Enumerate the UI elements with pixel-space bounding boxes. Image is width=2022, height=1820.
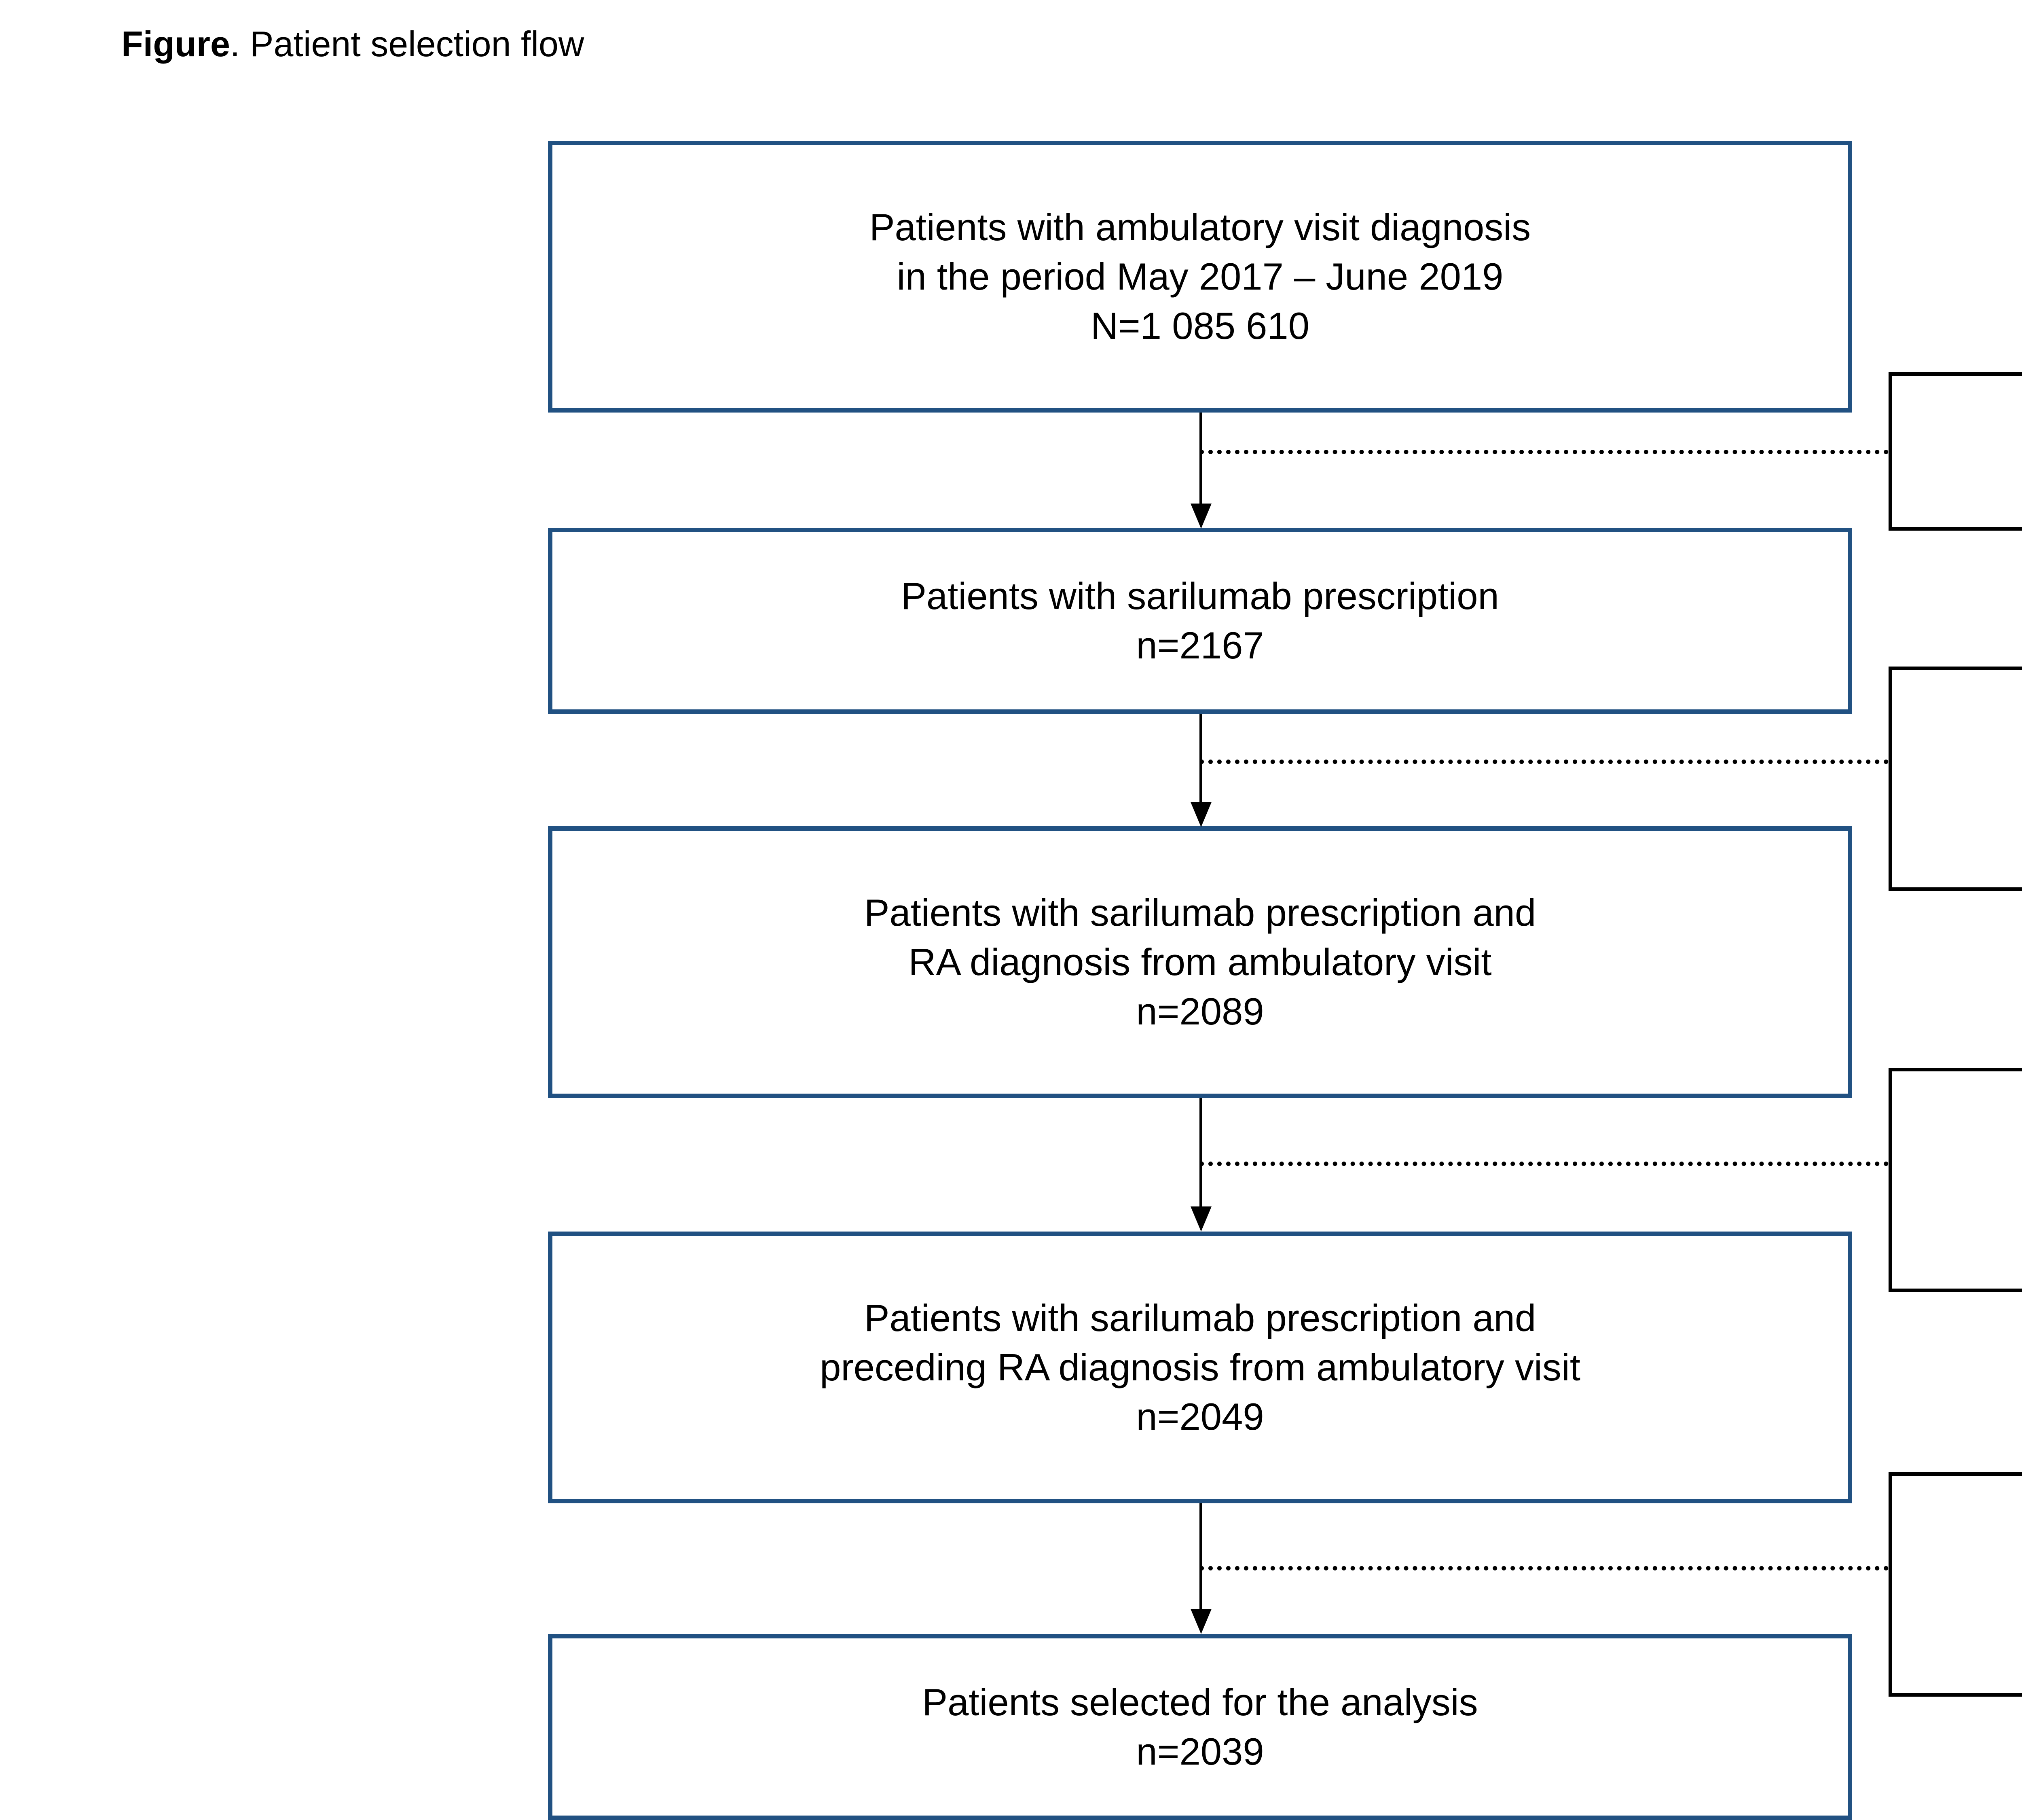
flow-box-cohort-sarilumab-and-ra: Patients with sarilumab prescription and… (548, 826, 1852, 1098)
connector-dotted-line-3 (1199, 1162, 1889, 1166)
exclusion-box-no-ra-diagnosis: Patients with sarilumab prescription, bu… (1889, 667, 2022, 891)
flow-box-cohort-ambulatory-visit: Patients with ambulatory visit diagnosis… (548, 141, 1852, 413)
connector-dotted-line-4 (1199, 1566, 1889, 1570)
flow-box-line: Patients with ambulatory visit diagnosis (869, 205, 1531, 248)
flow-box-line: Patients with sarilumab prescription and (864, 891, 1536, 934)
flow-box-count: n=2039 (1136, 1730, 1264, 1773)
connector-arrow-stem-1 (1199, 413, 1202, 506)
flow-box-cohort-preceding-ra: Patients with sarilumab prescription and… (548, 1232, 1852, 1503)
flow-box-cohort-final-analysis: Patients selected for the analysis n=203… (548, 1634, 1852, 1820)
flow-box-line: RA diagnosis from ambulatory visit (908, 940, 1492, 983)
connector-arrow-stem-2 (1199, 714, 1202, 804)
exclusion-box-no-sarilumab: Patients without sarilumab prescription … (1889, 372, 2022, 531)
figure-label: Figure (121, 24, 230, 64)
flow-box-line: preceding RA diagnosis from ambulatory v… (820, 1346, 1580, 1388)
flow-box-line: Patients with sarilumab prescription (901, 574, 1499, 617)
connector-arrow-head-3 (1191, 1206, 1212, 1232)
flow-box-line: Patients with sarilumab prescription and (864, 1296, 1536, 1339)
connector-arrow-stem-4 (1199, 1503, 1202, 1610)
connector-arrow-head-2 (1191, 802, 1212, 827)
connector-arrow-head-4 (1191, 1609, 1212, 1634)
flow-box-count: n=2049 (1136, 1395, 1264, 1438)
flow-box-line: Patients selected for the analysis (922, 1680, 1478, 1723)
flow-box-count: n=2089 (1136, 990, 1264, 1033)
page-title: Figure. Patient selection flow (121, 23, 584, 64)
exclusion-box-ra-not-preceding: RA diagnosis on ambulatory visit does no… (1889, 1068, 2022, 1292)
flow-box-count: n=2167 (1136, 624, 1264, 667)
flow-box-line: in the period May 2017 – June 2019 (897, 255, 1504, 298)
connector-arrow-stem-3 (1199, 1098, 1202, 1208)
flow-box-cohort-sarilumab-prescription: Patients with sarilumab prescription n=2… (548, 528, 1852, 714)
connector-arrow-head-1 (1191, 504, 1212, 529)
connector-dotted-line-2 (1199, 760, 1889, 764)
exclusion-box-before-fda-approval: Patients with sarilumab prescription bef… (1889, 1472, 2022, 1697)
figure-title-text: . Patient selection flow (230, 24, 584, 64)
connector-dotted-line-1 (1199, 450, 1889, 454)
flow-box-count: N=1 085 610 (1091, 305, 1309, 347)
